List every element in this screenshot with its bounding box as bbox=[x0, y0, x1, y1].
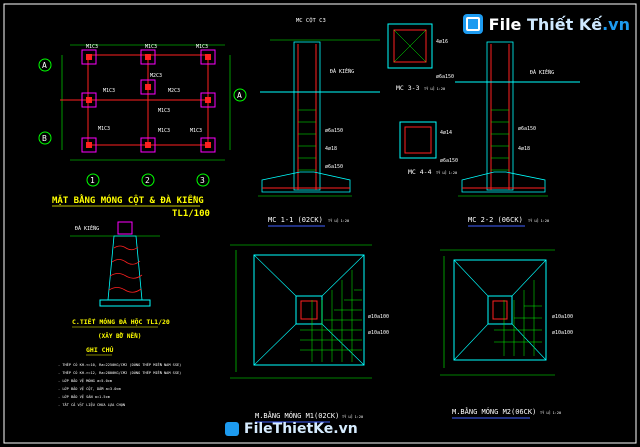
section2-beam-label: ĐÀ KIỀNG bbox=[530, 68, 554, 76]
watermark-mark-icon bbox=[225, 422, 239, 436]
col-tag: M1C3 bbox=[158, 128, 170, 134]
note-line: - THÉP CÓ KH.<=10, Ra=2250KG/CM2 (DÙNG T… bbox=[58, 362, 181, 367]
section1-tag: MC CỘT C3 bbox=[296, 16, 326, 24]
axis-number-1: 1 bbox=[90, 176, 95, 185]
axis-letter-b: B bbox=[42, 134, 47, 143]
found1-scale: TỶ LỆ 1:20 bbox=[342, 414, 363, 419]
plan-title: MẶT BẰNG MÓNG CỘT & ĐÀ KIỀNG bbox=[52, 194, 204, 206]
section1-beam-label: ĐÀ KIỀNG bbox=[330, 67, 354, 75]
section2-rebar1: 4ø18 bbox=[518, 146, 530, 152]
found2-rebar-b: ø10a100 bbox=[552, 330, 573, 336]
axis-number-2: 2 bbox=[145, 176, 150, 185]
watermark-text: FileThietKe.vn bbox=[244, 421, 358, 437]
section33-title: MC 3-3 bbox=[396, 84, 420, 92]
col-tag: M2C3 bbox=[150, 73, 162, 79]
axis-letter-a-right: A bbox=[237, 91, 242, 100]
axis-number-3: 3 bbox=[200, 176, 205, 185]
section1-rebar2: ø6a150 bbox=[325, 128, 343, 134]
note-line: - TẤT CẢ VẬT LIỆU CHƯA LỰA CHỌN bbox=[58, 402, 125, 407]
note-line: - LỚP BẢO VỆ MÓNG a=5.0cm bbox=[58, 378, 112, 383]
section-1-1: MC CỘT C3 ĐÀ KIỀNG 4ø18 ø6a150 ø6a150 MC… bbox=[258, 16, 380, 227]
col-tag: M1C3 bbox=[86, 44, 98, 50]
plan-scale: TL1/100 bbox=[172, 209, 210, 219]
section-4-4: 4ø14 ø6a150 MC 4-4 TỶ LỆ 1:20 bbox=[399, 121, 458, 176]
section1-title: MC 1-1 (02CK) bbox=[268, 216, 323, 224]
foundation-m1-plan: ø10a100 ø10a100 M.BẰNG MÓNG M1(02CK) TỶ … bbox=[230, 244, 389, 423]
brand-mark-icon bbox=[462, 14, 483, 34]
found2-rebar-a: ø10a100 bbox=[552, 314, 573, 320]
section-3-3: 4ø16 ø6a150 MC 3-3 TỶ LỆ 1:20 bbox=[387, 23, 454, 92]
found2-title: M.BẰNG MÓNG M2(06CK) bbox=[452, 407, 536, 416]
section44-stirrup: ø6a150 bbox=[440, 158, 458, 164]
section1-rebar3: ø6a150 bbox=[325, 164, 343, 170]
section2-title: MC 2-2 (06CK) bbox=[468, 216, 523, 224]
brand-text: File Thiết Kế.vn bbox=[488, 14, 630, 34]
notes-heading: GHI CHÚ bbox=[86, 345, 113, 354]
stone-detail-title: C.TIẾT MÓNG ĐÁ HỘC TL1/20 bbox=[72, 316, 170, 326]
bottom-watermark: FileThietKe.vn bbox=[225, 421, 358, 437]
foundation-m2-plan: ø10a100 ø10a100 M.BẰNG MÓNG M2(06CK) TỶ … bbox=[440, 249, 573, 419]
section44-scale: TỶ LỆ 1:20 bbox=[436, 170, 457, 175]
note-line: - LỚP BẢO VỆ SÀN a=1.5cm bbox=[58, 394, 110, 399]
stone-beam-label: ĐÀ KIỀNG bbox=[75, 224, 99, 232]
section2-rebar2: ø6a150 bbox=[518, 126, 536, 132]
section-2-2: ĐÀ KIỀNG 4ø18 ø6a150 MC 2-2 (06CK) TỶ LỆ… bbox=[455, 41, 580, 227]
notes-block: GHI CHÚ - THÉP CÓ KH.<=10, Ra=2250KG/CM2… bbox=[58, 345, 181, 407]
found1-title: M.BẰNG MÓNG M1(02CK) bbox=[255, 411, 339, 420]
section44-title: MC 4-4 bbox=[408, 168, 432, 176]
note-line: - LỚP BẢO VỆ CỘT, DẦM a=3.0cm bbox=[58, 386, 121, 391]
col-tag: M2C3 bbox=[168, 88, 180, 94]
col-tag: M1C3 bbox=[98, 126, 110, 132]
section33-stirrup: ø6a150 bbox=[436, 74, 454, 80]
section1-scale: TỶ LỆ 1:20 bbox=[328, 218, 349, 223]
section33-scale: TỶ LỆ 1:20 bbox=[424, 86, 445, 91]
section2-scale: TỶ LỆ 1:20 bbox=[528, 218, 549, 223]
col-tag: M1C3 bbox=[158, 108, 170, 114]
foundation-plan: A B A 1 2 3 bbox=[38, 44, 247, 219]
col-tag: M1C3 bbox=[145, 44, 157, 50]
found1-rebar-a: ø10a100 bbox=[368, 314, 389, 320]
section1-rebar1: 4ø18 bbox=[325, 146, 337, 152]
found1-rebar-b: ø10a100 bbox=[368, 330, 389, 336]
col-tag: M1C3 bbox=[103, 88, 115, 94]
axis-letter-a: A bbox=[42, 61, 47, 70]
note-line: - THÉP CÓ KH.>=12, Ra=2800KG/CM2 (DÙNG T… bbox=[58, 370, 181, 375]
section44-rebar: 4ø14 bbox=[440, 130, 452, 136]
found2-scale: TỶ LỆ 1:20 bbox=[540, 410, 561, 415]
sheet-border bbox=[3, 3, 637, 444]
section33-rebar: 4ø16 bbox=[436, 39, 448, 45]
col-tag: M1C3 bbox=[196, 44, 208, 50]
col-tag: M1C3 bbox=[190, 128, 202, 134]
stone-foundation-detail: ĐÀ KIỀNG C.TIẾT MÓNG ĐÁ HỘC TL1/20 (XÂY … bbox=[70, 221, 170, 340]
brand-logo[interactable]: File Thiết Kế.vn bbox=[462, 14, 630, 34]
stone-detail-subtitle: (XÂY BỜ NỀN) bbox=[98, 332, 141, 340]
